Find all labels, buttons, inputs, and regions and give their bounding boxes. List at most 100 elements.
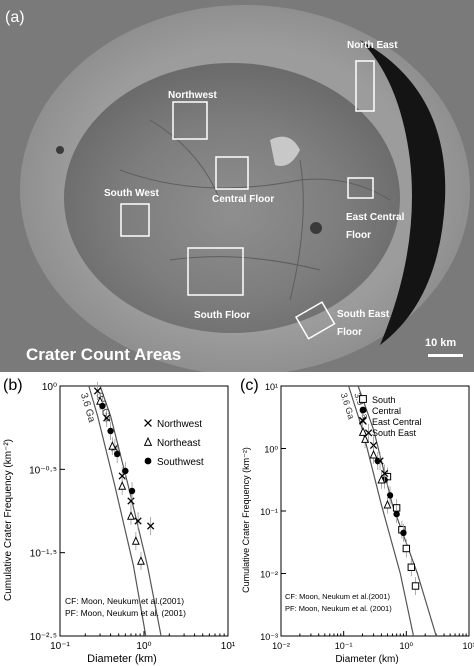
data-point <box>131 536 140 545</box>
crater-floor <box>64 63 400 333</box>
count-area-boxes <box>120 60 375 340</box>
citation-note: CF: Moon, Neukum et al.(2001) <box>65 596 184 606</box>
x-tick-label: 10⁻² <box>272 641 290 651</box>
panel-c-label: (c) <box>240 377 259 394</box>
x-tick-label: 10¹ <box>221 641 236 652</box>
legend-label: Southwest <box>157 457 204 468</box>
legend-label: Northeast <box>157 438 201 449</box>
data-point <box>374 457 381 465</box>
data-point <box>380 469 389 478</box>
plot-frame <box>59 385 229 637</box>
chart-panel-b: (b) Diameter (km) Cumulative Crater Freq… <box>3 377 236 665</box>
isochron-curve <box>357 385 437 637</box>
small-crater <box>56 146 64 154</box>
data-point <box>108 441 117 450</box>
box-northwest <box>172 101 208 140</box>
data-point <box>369 441 378 450</box>
data-point <box>358 426 368 436</box>
label-south-west: South West <box>104 188 159 199</box>
data-point <box>136 556 145 565</box>
data-point <box>359 417 367 425</box>
data-point <box>383 499 392 509</box>
legend-label: East Central <box>372 417 422 427</box>
legend-label: South <box>372 395 396 405</box>
x-tick-label: 10¹ <box>462 641 474 651</box>
data-point <box>402 544 411 553</box>
panel-b-ylabel: Cumulative Crater Frequency (km⁻²) <box>3 439 14 601</box>
x-tick-label: 10⁻¹ <box>335 641 353 651</box>
label-south-east-floor-line1: South East <box>337 309 390 320</box>
data-point <box>359 395 367 403</box>
data-point <box>99 402 106 410</box>
panel-c-xlabel: Diameter (km) <box>335 654 398 665</box>
plot-frame <box>280 385 470 637</box>
box-south-west <box>120 203 150 237</box>
label-east-central-floor-line2: Floor <box>346 230 371 241</box>
y-tick-label: 10⁻¹·⁵ <box>30 549 57 560</box>
data-point <box>386 492 394 499</box>
y-tick-label: 10⁰ <box>264 445 278 455</box>
scale-bar <box>428 354 463 357</box>
box-south-floor <box>187 247 244 296</box>
data-point <box>143 436 153 446</box>
label-northwest: Northwest <box>168 90 218 101</box>
x-tick-label: 10⁻¹ <box>50 641 70 652</box>
y-tick-label: 10⁻²·⁵ <box>30 632 57 643</box>
y-tick-label: 10⁻⁰·⁵ <box>29 465 57 476</box>
data-point <box>359 406 367 414</box>
panel-c-ylabel: Cumulative Crater Frequency (km⁻²) <box>241 447 251 593</box>
isochron-curve <box>88 385 147 637</box>
data-point <box>393 510 400 518</box>
panel-b-label: (b) <box>3 377 23 394</box>
citation-note: CF: Moon, Neukum et al.(2001) <box>285 592 391 601</box>
legend-label: Central <box>372 406 401 416</box>
scale-bar-label: 10 km <box>425 337 456 349</box>
legend-label: Northwest <box>157 419 202 430</box>
panel-a-label: (a) <box>5 9 25 26</box>
data-point <box>122 467 129 475</box>
citation-note: PF: Moon, Neukum et al. (2001) <box>285 604 392 613</box>
label-east-central-floor-line1: East Central <box>346 212 405 223</box>
data-point <box>144 419 152 427</box>
x-tick-label: 10⁰ <box>400 641 414 651</box>
east-wall-shadow <box>360 40 446 345</box>
data-point <box>361 434 370 443</box>
box-north-east <box>355 60 375 112</box>
data-point <box>376 457 384 465</box>
data-point <box>127 511 135 520</box>
panel-a-caption: Crater Count Areas <box>26 345 181 364</box>
chart-panel-c: (c) Diameter (km) Cumulative Crater Freq… <box>240 377 474 665</box>
data-point <box>134 517 142 525</box>
box-central-floor <box>215 156 249 190</box>
data-point <box>103 414 111 422</box>
crater-image-panel: North East Northwest Central Floor South… <box>0 0 474 372</box>
legend-label: South East <box>372 428 417 438</box>
data-point <box>107 427 114 435</box>
data-point <box>407 563 415 571</box>
box-east-central-floor <box>347 177 374 199</box>
y-tick-label: 10⁻³ <box>260 632 278 642</box>
y-tick-label: 10⁻¹ <box>260 507 278 517</box>
panel-b-xlabel: Diameter (km) <box>87 653 157 665</box>
data-point <box>144 457 152 465</box>
y-tick-label: 10⁻² <box>260 570 278 580</box>
isochron-curve <box>99 385 162 637</box>
data-point <box>369 449 378 459</box>
data-point <box>128 487 136 495</box>
data-point <box>377 474 386 484</box>
x-tick-label: 10⁰ <box>136 641 151 652</box>
small-crater <box>310 222 322 234</box>
y-tick-label: 10⁰ <box>42 382 57 393</box>
y-tick-label: 10¹ <box>265 382 278 392</box>
data-point <box>127 497 135 505</box>
label-central-floor: Central Floor <box>212 194 274 205</box>
label-south-floor: South Floor <box>194 310 250 321</box>
data-point <box>411 582 420 590</box>
data-point <box>400 529 407 537</box>
citation-note: PF: Moon, Neukum et al. (2001) <box>65 608 186 618</box>
data-point <box>114 450 121 458</box>
plot-area-c: 10⁻²10⁻¹10⁰10¹10¹10⁰10⁻¹10⁻²10⁻³3.6 Ga3.… <box>260 382 474 651</box>
label-south-east-floor-line2: Floor <box>337 327 362 338</box>
central-peak <box>270 136 300 166</box>
